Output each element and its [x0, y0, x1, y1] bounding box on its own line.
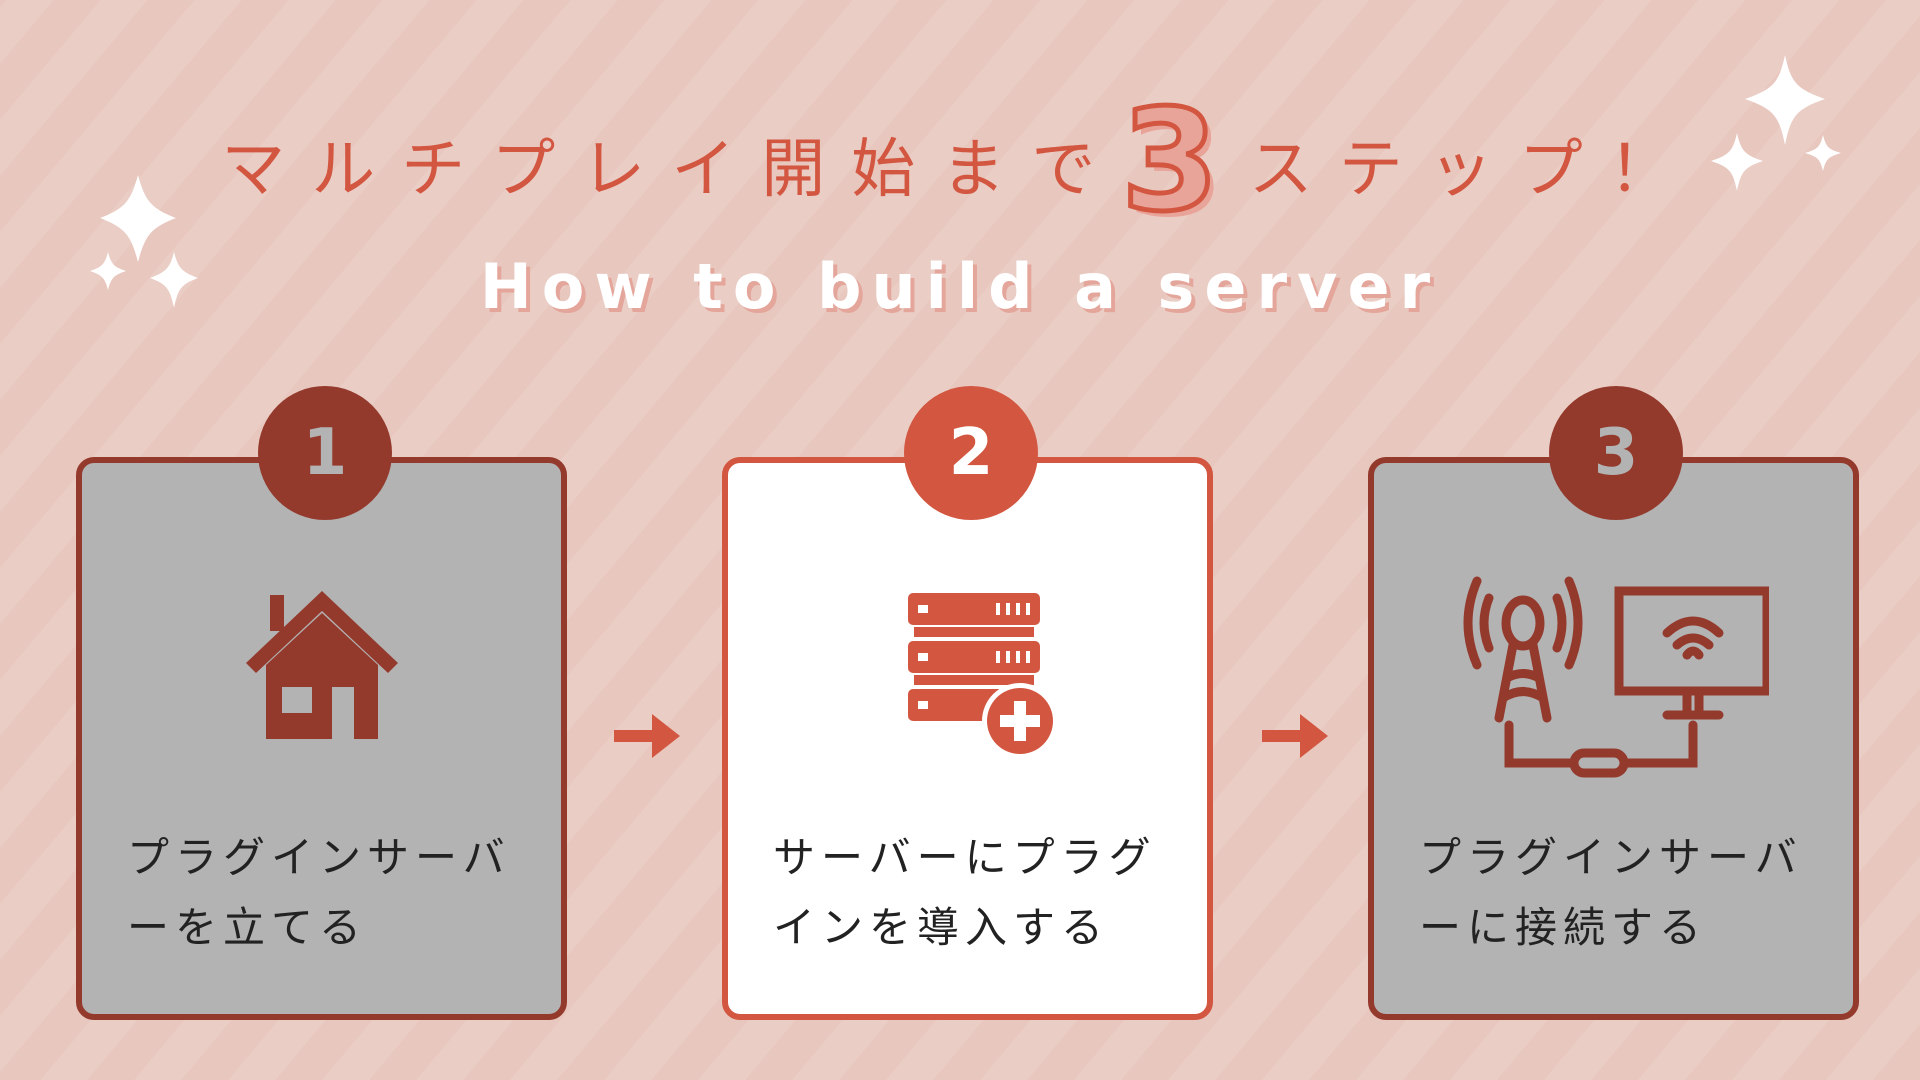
- arrow-right-icon: [614, 714, 680, 758]
- house-icon: [82, 583, 561, 743]
- step-card-1: プラグインサーバーを立てる: [76, 457, 567, 1020]
- step-card-3: プラグインサーバーに接続する: [1368, 457, 1859, 1020]
- step-text: プラグインサーバーに接続する: [1419, 833, 1803, 952]
- tower-monitor-connection-icon: [1374, 573, 1853, 783]
- step-card-2: サーバーにプラグインを導入する: [722, 457, 1213, 1020]
- sparkle-icon: [90, 175, 198, 308]
- page-subtitle: How to build a server: [479, 250, 1441, 323]
- step-number-3: 3: [1549, 386, 1683, 520]
- step-text: プラグインサーバーを立てる: [127, 833, 511, 952]
- page-title: マルチプレイ開始まで3 ステップ！: [0, 78, 1920, 246]
- title-after: ステップ！: [1248, 133, 1699, 207]
- step-number-2: 2: [904, 386, 1038, 520]
- step-text: サーバーにプラグインを導入する: [773, 833, 1157, 952]
- step-number-1: 1: [258, 386, 392, 520]
- title-before: マルチプレイ開始まで: [221, 133, 1122, 207]
- sparkle-icon: [1711, 55, 1841, 191]
- title-number: 3: [1119, 78, 1221, 246]
- arrow-right-icon: [1262, 714, 1328, 758]
- server-add-icon: [728, 583, 1207, 763]
